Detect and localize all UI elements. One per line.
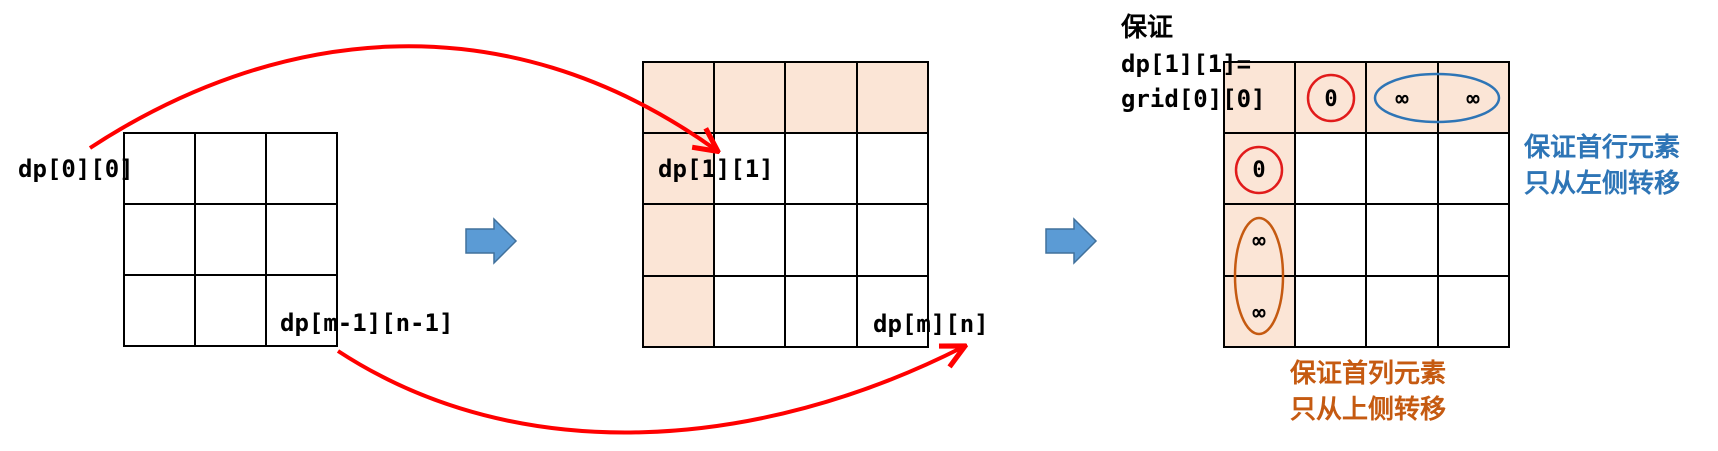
guarantee-formula-line2: grid[0][0] bbox=[1121, 85, 1266, 113]
grid1-end-label: dp[m-1][n-1] bbox=[280, 309, 453, 337]
zero-highlight-circle bbox=[1234, 145, 1284, 195]
mapping-arrow-end bbox=[336, 347, 963, 435]
col0-cell-1-value: 0 bbox=[1252, 158, 1265, 183]
grid2-end-label: dp[m][n] bbox=[873, 310, 989, 338]
first-row-note-line1: 保证首行元素 bbox=[1523, 132, 1680, 163]
row0-cell-1-value: 0 bbox=[1324, 87, 1337, 112]
first-col-note-line2: 只从上侧转移 bbox=[1290, 395, 1446, 425]
grid-padded bbox=[642, 61, 929, 348]
grid2-start-label: dp[1][1] bbox=[658, 155, 774, 183]
first-row-note-line2: 只从左侧转移 bbox=[1524, 169, 1680, 199]
right-arrow-icon bbox=[1045, 217, 1098, 265]
mapping-arrow-start bbox=[88, 44, 716, 150]
row0-cell-3-value: ∞ bbox=[1466, 87, 1480, 112]
guarantee-formula-line1: dp[1][1]= bbox=[1121, 50, 1251, 78]
col0-cell-3-value: ∞ bbox=[1252, 301, 1266, 326]
row0-cell-2-value: ∞ bbox=[1395, 87, 1409, 112]
zero-highlight-circle bbox=[1306, 73, 1356, 123]
grid-original bbox=[123, 132, 338, 347]
col0-cell-2-value: ∞ bbox=[1252, 229, 1266, 254]
grid1-start-label: dp[0][0] bbox=[18, 155, 134, 183]
first-row-infinity-ellipse bbox=[1373, 72, 1501, 124]
first-col-infinity-ellipse bbox=[1233, 216, 1285, 336]
guarantee-heading: 保证 bbox=[1120, 13, 1173, 43]
first-col-note-line1: 保证首列元素 bbox=[1289, 358, 1446, 389]
right-arrow-icon bbox=[465, 217, 518, 265]
